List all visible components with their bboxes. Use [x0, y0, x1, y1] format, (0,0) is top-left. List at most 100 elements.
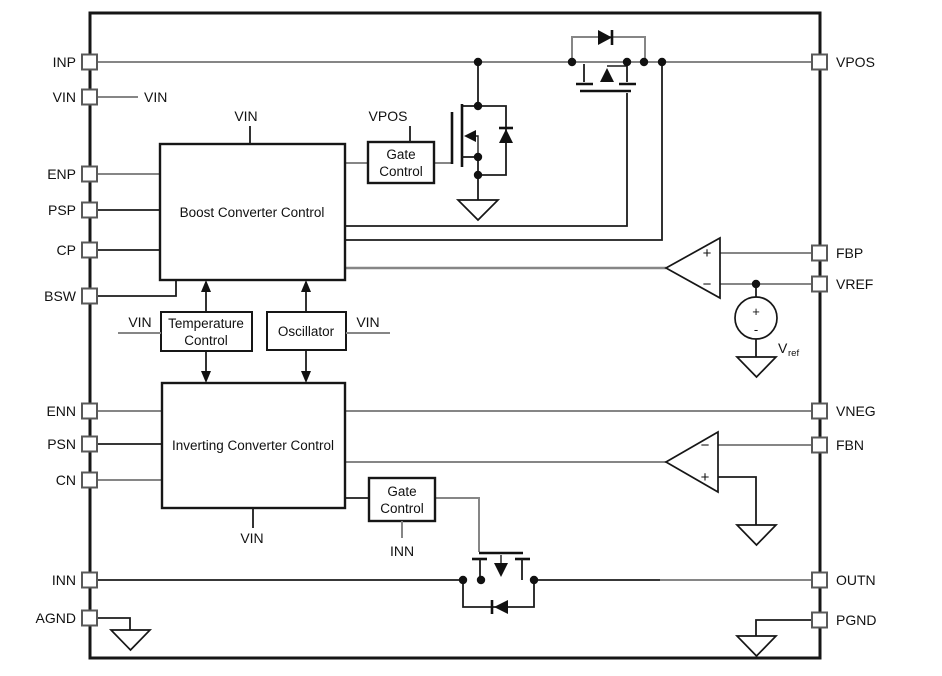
pin-inn: INN	[52, 571, 98, 589]
pin-pgnd: PGND	[811, 611, 876, 629]
chip-outline	[88, 11, 822, 660]
body-arrow	[600, 68, 614, 82]
pin-enp: ENP	[47, 165, 98, 183]
vin-boost-label: VIN	[234, 108, 257, 124]
nmos-inverting-switch	[462, 551, 535, 614]
body-arrow	[464, 130, 476, 142]
ground-symbol	[734, 635, 779, 658]
minus-sign: −	[701, 437, 710, 454]
net-vin-temperature: VIN	[118, 314, 161, 334]
net-vin-oscillator: VIN	[346, 314, 390, 334]
diode-body	[494, 600, 508, 614]
block-temperature-line1: Temperature	[168, 316, 244, 331]
wire-bsw	[97, 280, 177, 297]
wire-gate-bottom-out	[435, 497, 480, 552]
pin-psn-label: PSN	[47, 436, 76, 452]
arrow-temperature-to-boost	[201, 280, 211, 311]
pin-inp: INP	[53, 53, 98, 71]
pin-cn-label: CN	[56, 472, 76, 488]
pin-vpos-label: VPOS	[836, 54, 875, 70]
pin-enn: ENN	[46, 402, 98, 420]
vin-temperature-label: VIN	[128, 314, 151, 330]
block-boost-converter-control: Boost Converter Control	[158, 142, 347, 282]
pin-psn: PSN	[47, 435, 98, 453]
block-gate-control-top: Gate Control	[366, 140, 436, 185]
pin-bsw: BSW	[44, 287, 98, 305]
net-vin-inverting: VIN	[240, 508, 264, 546]
pin-fbp: FBP	[811, 244, 863, 262]
vin-inverting-label: VIN	[240, 530, 263, 546]
block-inverting-label: Inverting Converter Control	[172, 438, 334, 453]
pin-vin-label: VIN	[53, 89, 76, 105]
net-inn-gate: INN	[390, 521, 414, 559]
pin-fbn: FBN	[811, 436, 864, 454]
minus-sign: −	[703, 276, 712, 293]
vpos-gate-label: VPOS	[369, 108, 408, 124]
vref-label-base: V	[778, 340, 788, 356]
block-boost-label: Boost Converter Control	[180, 205, 325, 220]
block-oscillator: Oscillator	[266, 311, 347, 351]
nmos-boost-switch	[450, 62, 513, 222]
pin-vneg: VNEG	[811, 402, 876, 420]
arrow-oscillator-to-inverting	[301, 351, 311, 383]
pin-vref-label: VREF	[836, 276, 873, 292]
pin-outn: OUTN	[811, 571, 876, 589]
pin-pgnd-label: PGND	[836, 612, 876, 628]
block-temperature-control: Temperature Control	[160, 311, 253, 352]
ground-symbol	[108, 629, 153, 652]
pgnd-ground	[734, 619, 812, 658]
block-gate-top-line1: Gate	[386, 147, 415, 162]
agnd-ground	[97, 617, 153, 652]
plus-sign: +	[752, 304, 760, 319]
ground-symbol	[455, 199, 501, 222]
pin-vneg-label: VNEG	[836, 403, 876, 419]
pin-cp: CP	[57, 241, 98, 259]
diode-body	[499, 129, 513, 143]
pin-psp: PSP	[48, 201, 98, 219]
pin-fbp-label: FBP	[836, 245, 863, 261]
wire-vpos-sense	[346, 64, 663, 241]
block-gate-bottom-line2: Control	[380, 501, 424, 516]
wire-pmos-gate-drive	[346, 93, 628, 227]
block-gate-control-bottom: Gate Control	[367, 476, 437, 523]
arrow-oscillator-to-boost	[301, 280, 311, 311]
pin-agnd-label: AGND	[36, 610, 76, 626]
plus-sign: +	[703, 245, 712, 262]
pin-outn-label: OUTN	[836, 572, 876, 588]
pmos-rectifier-switch	[571, 30, 646, 93]
ground-symbol	[734, 356, 779, 379]
block-oscillator-label: Oscillator	[278, 324, 335, 339]
comparator-boost-feedback: + −	[664, 236, 721, 300]
minus-sign: -	[754, 322, 758, 337]
pin-bsw-label: BSW	[44, 288, 77, 304]
junction-dots	[458, 57, 761, 585]
vin-pin-net-label: VIN	[144, 89, 167, 105]
comparator-inverting-feedback: − +	[664, 430, 719, 494]
comparator-inverting-plus-ground	[718, 476, 779, 547]
vref-label-sub: ref	[788, 348, 799, 359]
ground-symbol	[734, 524, 779, 547]
plus-sign: +	[701, 469, 710, 486]
pin-fbn-label: FBN	[836, 437, 864, 453]
block-gate-top-line2: Control	[379, 164, 423, 179]
pin-inp-label: INP	[53, 54, 76, 70]
pin-vref: VREF	[811, 275, 873, 293]
body-arrow	[494, 563, 508, 577]
pin-psp-label: PSP	[48, 202, 76, 218]
pin-cn: CN	[56, 471, 98, 489]
pin-enp-label: ENP	[47, 166, 76, 182]
diode-rectifier	[598, 30, 612, 45]
pin-enn-label: ENN	[46, 403, 76, 419]
pin-inn-label: INN	[52, 572, 76, 588]
vref-source: + - V ref	[734, 284, 799, 379]
block-temperature-line2: Control	[184, 333, 228, 348]
pin-cp-label: CP	[57, 242, 76, 258]
net-vin-boost: VIN	[234, 108, 258, 144]
block-inverting-converter-control: Inverting Converter Control	[160, 381, 347, 510]
net-vpos-gate: VPOS	[369, 108, 411, 142]
arrow-temperature-to-inverting	[201, 352, 211, 383]
pin-vpos: VPOS	[811, 53, 875, 71]
block-gate-bottom-line1: Gate	[387, 484, 416, 499]
